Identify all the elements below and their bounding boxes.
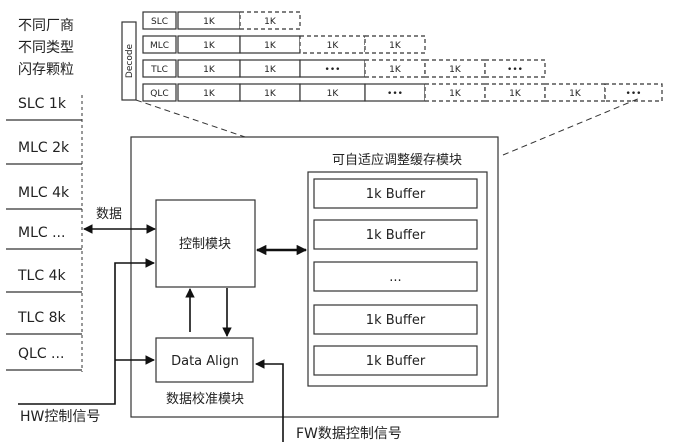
buffer-label: 1k Buffer <box>366 313 426 328</box>
hw-signal-label: HW控制信号 <box>20 409 100 425</box>
decode-box: Decode <box>121 21 137 101</box>
flash-type-item: MLC 4k <box>18 185 70 201</box>
page-cell-label: 1K <box>264 65 277 75</box>
page-cell-label: 1K <box>203 89 216 99</box>
page-cell-label: 1K <box>327 89 340 99</box>
page-cell-label: 1K <box>203 41 216 51</box>
row-type-label: SLC <box>151 17 168 27</box>
buffer-slot <box>313 261 478 292</box>
row-type-box <box>142 59 177 78</box>
page-cell-label: ••• <box>507 65 523 75</box>
page-cell-label: ••• <box>626 89 642 99</box>
page-cell-label: 1K <box>264 17 277 27</box>
hw-signal-line <box>18 258 155 405</box>
buffer-label: 1k Buffer <box>366 228 426 243</box>
page-cell-label: 1K <box>389 41 402 51</box>
row-mlc: MLC 1K 1K 1K 1K <box>142 35 426 54</box>
row-slc: SLC 1K 1K <box>142 11 301 30</box>
page-cell-label: 1K <box>264 89 277 99</box>
control-module-label: 控制模块 <box>179 237 231 252</box>
left-title-line-2: 不同类型 <box>18 40 74 56</box>
flash-type-list: SLC 1k MLC 2k MLC 4k MLC ... TLC 4k TLC 8k QLC… <box>6 96 82 371</box>
dashed-page-cell <box>424 59 486 78</box>
buffer-list: 1k Buffer 1k Buffer... 1k Buffer 1k Buffer <box>313 178 478 376</box>
fw-signal-label: FW数据控制信号 <box>296 426 402 442</box>
flash-type-item: TLC 4k <box>17 268 66 284</box>
page-cell-label: 1K <box>264 41 277 51</box>
row-type-label: MLC <box>150 41 169 51</box>
buffer-label: 1k Buffer <box>366 354 426 369</box>
decode-label: Decode <box>125 43 135 78</box>
fw-signal-line <box>255 359 284 442</box>
page-cell-label: 1K <box>449 65 462 75</box>
data-align-label: Data Align <box>171 354 239 369</box>
buffer-label: 1k Buffer <box>366 187 426 202</box>
page-cell-label: 1K <box>389 65 402 75</box>
dashed-page-cell <box>484 83 546 102</box>
row-type-label: QLC <box>150 89 168 99</box>
dashed-page-cell <box>364 59 426 78</box>
dashed-page-cell <box>544 83 606 102</box>
dashed-page-cell <box>424 83 486 102</box>
page-cell-label: ••• <box>387 89 403 99</box>
page-cell-label: 1K <box>449 89 462 99</box>
page-cell-label: ••• <box>325 65 341 75</box>
buffer-slot <box>313 219 478 250</box>
dashed-page-cell <box>484 59 546 78</box>
page-cell-label: 1K <box>203 65 216 75</box>
buffer-label: ... <box>389 270 401 285</box>
row-type-box <box>142 35 177 54</box>
row-type-box <box>142 83 177 102</box>
flash-type-item: MLC ... <box>18 225 65 241</box>
left-title-line-1: 不同厂商 <box>18 18 74 34</box>
data-align-caption: 数据校准模块 <box>166 391 244 407</box>
row-qlc: QLC 1K 1K 1K ••• 1K 1K 1K ••• <box>142 83 663 102</box>
dashed-page-cell <box>604 83 663 102</box>
data-label: 数据 <box>96 207 122 222</box>
flash-type-item: TLC 8k <box>17 310 66 326</box>
data-align-box <box>155 337 254 383</box>
dashed-page-cell <box>239 11 301 30</box>
page-cell-label: 1K <box>569 89 582 99</box>
row-tlc: TLC 1K 1K ••• 1K 1K ••• <box>142 59 546 78</box>
control-module-box <box>155 199 256 288</box>
zoom-line-right <box>502 97 641 156</box>
buffer-slot <box>313 345 478 376</box>
left-title-line-3: 闪存颗粒 <box>18 62 74 78</box>
flash-page-rows: SLC 1K 1K MLC 1K 1K 1K 1K TLC 1K 1K ••• 1K 1K ••• QLC 1K… <box>142 11 663 102</box>
flash-type-item: QLC ... <box>18 346 64 362</box>
buffer-slot <box>313 178 478 209</box>
row-type-box <box>142 11 177 30</box>
dashed-page-cell <box>364 35 426 54</box>
flash-type-item: SLC 1k <box>18 96 67 112</box>
page-cell-label: 1K <box>203 17 216 27</box>
buffer-slot <box>313 304 478 335</box>
page-cell-label: 1K <box>509 89 522 99</box>
row-type-label: TLC <box>150 65 168 75</box>
flash-type-item: MLC 2k <box>18 140 70 156</box>
page-cell-label: 1K <box>327 41 340 51</box>
adaptive-cache-title: 可自适应调整缓存模块 <box>332 152 462 168</box>
